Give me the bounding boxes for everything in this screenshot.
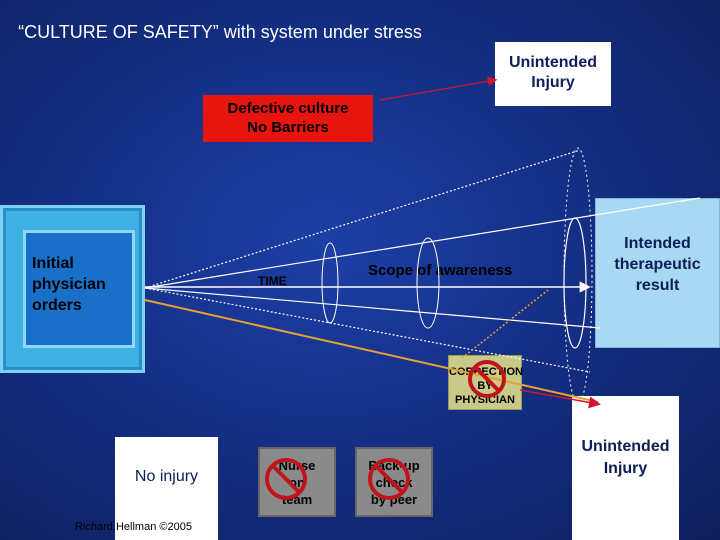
unintended-injury-top-line1: Unintended [509,54,597,71]
unintended-injury-top-line2: Injury [531,74,575,91]
slide-title-text: “CULTURE OF SAFETY” with system under st… [18,22,422,42]
initial-orders-box: Initial physician orders [23,230,135,348]
no-sign-icon [468,360,506,398]
initial-orders-line2: physician [32,276,106,293]
intended-result-line3: result [635,277,680,294]
intended-result-line2: therapeutic [614,256,701,273]
unintended-injury-right-box: Unintended Injury [572,396,679,540]
unintended-injury-right-line1: Unintended [581,438,670,455]
credit-text: Richard Hellman ©2005 [75,521,192,533]
intended-result-line1: Intended [624,235,691,252]
unintended-injury-top-box: Unintended Injury [495,42,611,106]
defective-culture-box: Defective culture No Barriers [203,95,373,142]
initial-orders-line1: Initial [32,255,74,272]
initial-orders-line3: orders [32,297,82,314]
time-label: TIME [258,274,287,288]
scope-of-awareness-label: Scope of awareness [368,262,513,279]
unintended-injury-right-line2: Injury [603,460,648,477]
no-injury-box: No injury [115,437,218,540]
intended-result-box: Intended therapeutic result [595,198,720,348]
no-sign-icon [368,458,410,500]
no-sign-icon [265,458,307,500]
no-injury-text: No injury [134,468,199,485]
initial-orders-frame: Initial physician orders [0,205,145,373]
defective-culture-line2: No Barriers [247,119,329,136]
defective-culture-line1: Defective culture [227,100,349,117]
slide-title: “CULTURE OF SAFETY” with system under st… [10,20,430,44]
